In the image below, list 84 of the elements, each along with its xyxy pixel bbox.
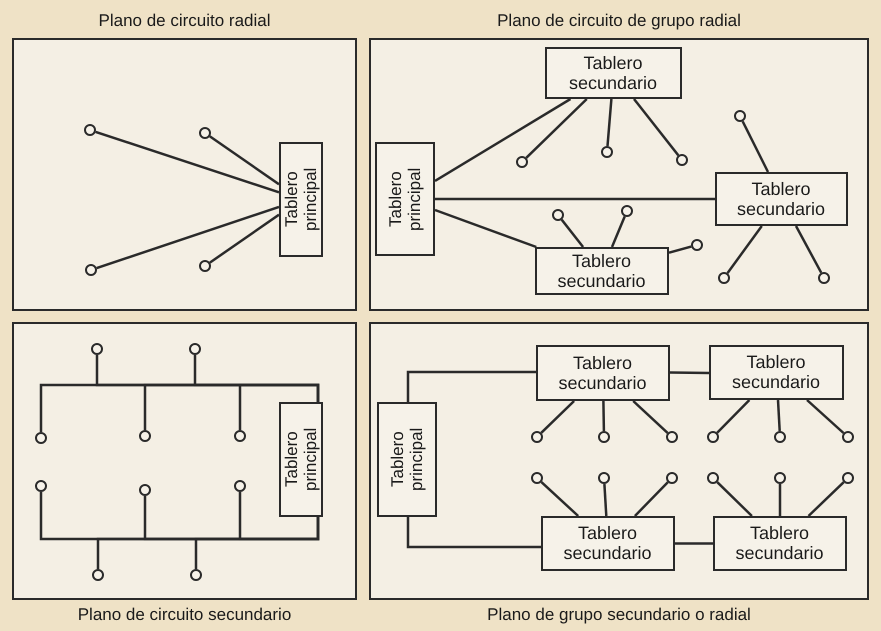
sub-board-box: Tablero secundario xyxy=(536,344,670,400)
wire-line xyxy=(434,208,537,248)
terminal-circle xyxy=(138,484,150,496)
terminal-circle xyxy=(842,430,854,442)
main-board-box: Tablero principal xyxy=(278,402,322,516)
wire-line xyxy=(603,484,608,516)
sub-board-box: Tablero secundario xyxy=(712,516,846,570)
terminal-circle xyxy=(530,430,542,442)
wire-line xyxy=(716,399,750,434)
wire-line xyxy=(602,400,606,432)
terminal-circle xyxy=(234,430,246,442)
wire-line xyxy=(806,399,844,434)
wire-line xyxy=(540,481,580,517)
panel-title: Plano de circuito de grupo radial xyxy=(496,10,742,32)
terminal-circle xyxy=(718,272,730,284)
terminal-circle xyxy=(598,430,610,442)
sub-board-box: Tablero secundario xyxy=(540,516,674,570)
main-board-box: Tablero principal xyxy=(374,142,434,256)
wire-line xyxy=(634,481,669,517)
terminal-circle xyxy=(530,472,542,484)
wire-line xyxy=(742,120,770,173)
wire-line xyxy=(406,370,536,402)
terminal-circle xyxy=(666,472,678,484)
wire-line xyxy=(610,216,626,248)
wire-line xyxy=(96,206,280,270)
terminal-circle xyxy=(842,472,854,484)
terminal-circle xyxy=(706,472,718,484)
terminal-circle xyxy=(92,568,104,580)
terminal-circle xyxy=(676,154,688,166)
wire-line xyxy=(670,371,710,374)
terminal-circle xyxy=(84,124,96,136)
wire-line xyxy=(668,245,692,254)
wire-line xyxy=(434,98,572,182)
terminal-circle xyxy=(190,568,202,580)
sub-board-box: Tablero secundario xyxy=(708,344,844,400)
terminal-circle xyxy=(734,110,746,122)
terminal-circle xyxy=(598,472,610,484)
terminal-circle xyxy=(188,342,200,354)
wire-line xyxy=(435,198,715,200)
panel-title: Plano de circuito radial xyxy=(98,10,272,32)
wire-line xyxy=(776,400,781,432)
terminal-circle xyxy=(34,480,46,492)
terminal-circle xyxy=(198,126,210,138)
wire-line xyxy=(540,400,575,434)
terminal-circle xyxy=(552,208,564,220)
terminal-circle xyxy=(90,342,102,354)
terminal-circle xyxy=(84,264,96,276)
wire-line xyxy=(560,218,584,248)
terminal-circle xyxy=(706,430,718,442)
wire-line xyxy=(209,135,280,186)
wire-line xyxy=(632,400,668,434)
terminal-circle xyxy=(138,430,150,442)
terminal-circle xyxy=(818,272,830,284)
terminal-circle xyxy=(690,238,702,250)
main-board-box: Tablero principal xyxy=(376,402,436,516)
sub-board-box: Tablero secundario xyxy=(534,246,668,294)
sub-board-box: Tablero secundario xyxy=(714,172,848,226)
panel-title: Plano de grupo secundario o radial xyxy=(486,604,752,626)
wire-line xyxy=(716,481,753,517)
wire-line xyxy=(209,214,280,264)
terminal-circle xyxy=(600,146,612,158)
terminal-circle xyxy=(516,156,528,168)
terminal-circle xyxy=(774,430,786,442)
terminal-circle xyxy=(198,260,210,272)
terminal-circle xyxy=(34,432,46,444)
wire-line xyxy=(525,98,588,159)
wire-line xyxy=(238,384,320,430)
wire-line xyxy=(95,130,280,194)
wire-line xyxy=(633,98,680,156)
main-board-box: Tablero principal xyxy=(278,142,322,256)
wire-line xyxy=(606,98,613,146)
panel-title: Plano de circuito secundario xyxy=(76,604,292,626)
sub-board-box: Tablero secundario xyxy=(544,46,682,98)
wire-line xyxy=(726,225,763,274)
wire-line xyxy=(778,484,782,516)
terminal-circle xyxy=(774,472,786,484)
wire-line xyxy=(808,481,845,517)
wire-line xyxy=(675,542,713,545)
terminal-circle xyxy=(234,480,246,492)
terminal-circle xyxy=(666,430,678,442)
wire-line xyxy=(794,225,822,274)
terminal-circle xyxy=(620,204,632,216)
wire-line xyxy=(406,517,541,548)
wire-line xyxy=(194,517,320,569)
